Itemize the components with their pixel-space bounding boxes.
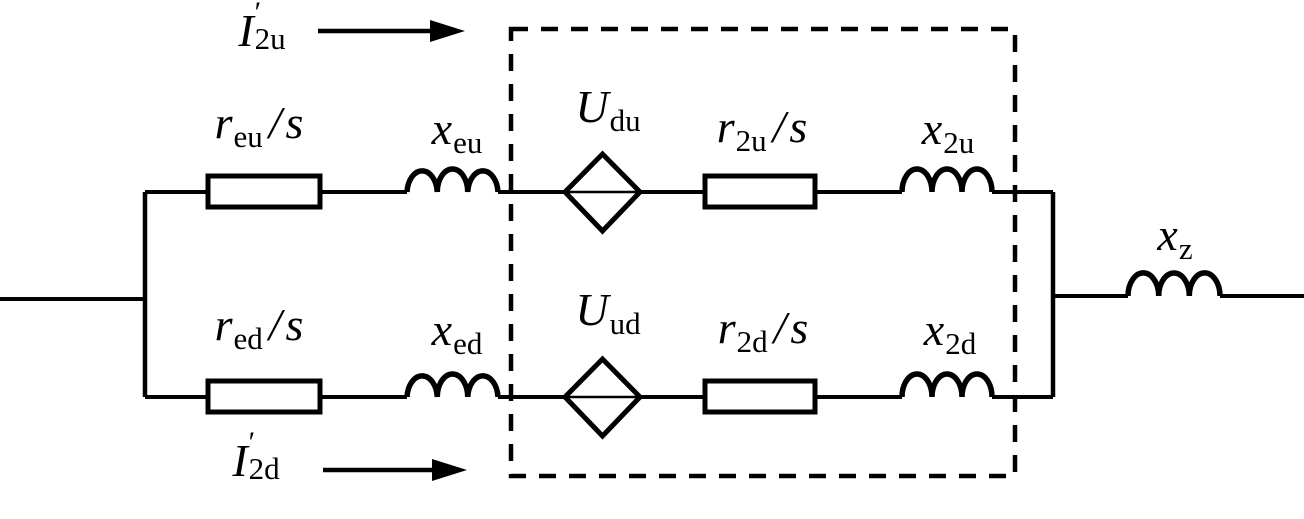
base-symbol: r — [717, 302, 736, 353]
inductor-x-ed — [404, 371, 501, 398]
slash: / — [268, 299, 282, 350]
base-symbol: U — [575, 81, 609, 132]
label-x-2d: x2d — [923, 304, 976, 360]
inductor-x-z — [1125, 270, 1223, 297]
prime-sub-stack: ′2u — [254, 0, 286, 56]
base-symbol: x — [1157, 209, 1178, 260]
base-symbol: r — [214, 299, 233, 350]
label-u-ud: Uud — [575, 284, 640, 340]
subscript: 2d — [736, 324, 768, 360]
label-current-i2d: I′2d — [232, 428, 279, 486]
base-symbol: r — [716, 101, 735, 152]
resistor-r-2u — [702, 173, 818, 210]
resistor-r-eu — [205, 173, 323, 210]
inductor-x-eu — [404, 166, 501, 193]
base-symbol: x — [431, 103, 453, 154]
subscript: ed — [233, 321, 263, 357]
denominator: s — [285, 97, 304, 148]
prime-mark: ′ — [254, 0, 262, 29]
denominator: s — [285, 299, 304, 350]
subscript: 2d — [248, 450, 280, 486]
subscript: z — [1178, 231, 1193, 267]
subscript: ed — [453, 326, 483, 362]
current-arrow-top-head — [430, 20, 465, 42]
subscript: du — [609, 103, 641, 139]
subscript: 2u — [735, 123, 767, 159]
subscript: 2u — [943, 125, 975, 161]
label-x-2u: x2u — [921, 103, 974, 159]
slash: / — [772, 101, 786, 152]
denominator: s — [790, 302, 809, 353]
prime-sub-stack: ′2d — [248, 426, 280, 486]
subscript: 2u — [254, 20, 286, 56]
slash: / — [268, 97, 282, 148]
current-arrow-bottom-head — [432, 459, 467, 481]
denominator: s — [789, 101, 808, 152]
label-r-2d-over-s: r2d/s — [717, 302, 809, 358]
subscript: eu — [233, 119, 263, 155]
slash: / — [773, 302, 787, 353]
label-x-eu: xeu — [431, 103, 483, 159]
subscript: 2d — [945, 326, 977, 362]
label-r-eu-over-s: reu/s — [214, 97, 304, 153]
resistor-r-ed — [205, 378, 323, 415]
base-symbol: I — [238, 5, 254, 56]
subscript: eu — [453, 125, 483, 161]
resistor-r-2d — [702, 378, 818, 415]
label-x-ed: xed — [431, 304, 483, 360]
inductor-x-2d — [899, 371, 995, 398]
prime-mark: ′ — [248, 426, 256, 459]
label-x-z: xz — [1157, 209, 1192, 265]
label-r-ed-over-s: red/s — [214, 299, 304, 355]
subscript: ud — [609, 306, 641, 342]
base-symbol: U — [575, 284, 609, 335]
base-symbol: x — [923, 304, 945, 355]
label-current-i2u: I′2u — [238, 0, 285, 56]
dashed-enclosure-box — [508, 26, 1018, 479]
inductor-x-2u — [899, 166, 995, 193]
base-symbol: x — [431, 304, 453, 355]
base-symbol: I — [232, 435, 248, 486]
base-symbol: r — [214, 97, 233, 148]
base-symbol: x — [921, 103, 943, 154]
label-u-du: Udu — [575, 81, 640, 137]
label-r-2u-over-s: r2u/s — [716, 101, 808, 157]
